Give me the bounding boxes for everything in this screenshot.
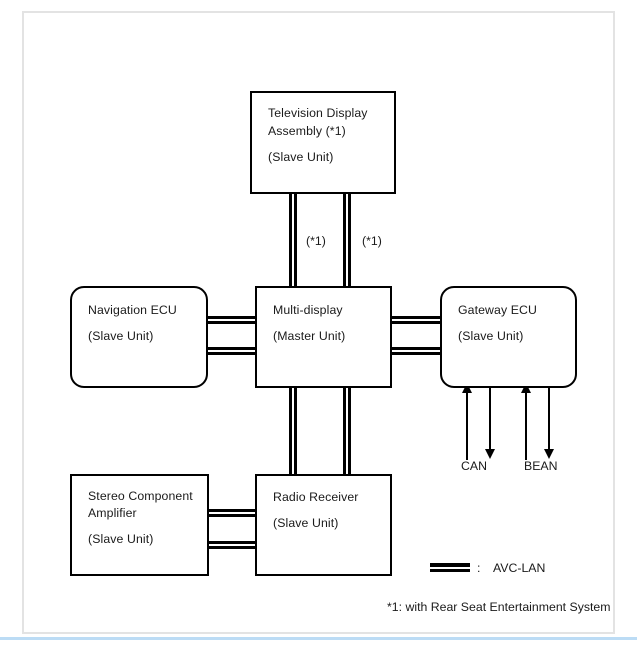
bus-multidisplay-to-gateway-upper <box>387 316 445 324</box>
node-television-display-assembly[interactable]: Television Display Assembly (*1) (Slave … <box>250 91 396 194</box>
bus-tv-to-multidisplay-left <box>289 190 297 292</box>
network-label-bean: BEAN <box>524 459 558 473</box>
node-label-line: Navigation ECU <box>88 303 177 317</box>
node-label-line: Stereo Component <box>88 489 193 503</box>
arrowhead-up-icon <box>462 383 472 393</box>
footnote: *1: with Rear Seat Entertainment System <box>387 600 611 614</box>
node-gateway-ecu[interactable]: Gateway ECU (Slave Unit) <box>440 286 577 388</box>
bus-navigation-to-multidisplay-upper <box>203 316 261 324</box>
arrowhead-down-icon <box>485 449 495 459</box>
node-multi-display[interactable]: Multi-display (Master Unit) <box>255 286 392 388</box>
node-label-line: (Slave Unit) <box>458 329 524 343</box>
bus-amplifier-to-radio-lower <box>205 541 263 549</box>
arrow-can-in <box>462 383 472 460</box>
bus-multidisplay-to-radio-left <box>289 381 297 481</box>
node-label-line: Radio Receiver <box>273 490 359 504</box>
arrow-can-out <box>485 388 495 459</box>
node-label-line: (Slave Unit) <box>88 329 154 343</box>
network-label-can: CAN <box>461 459 487 473</box>
bus-multidisplay-to-gateway-lower <box>387 347 445 355</box>
arrowhead-down-icon <box>544 449 554 459</box>
node-label-line: Assembly (*1) <box>268 124 346 138</box>
node-radio-receiver[interactable]: Radio Receiver (Slave Unit) <box>255 474 392 576</box>
node-label-line: (Master Unit) <box>273 329 346 343</box>
node-label-line: (Slave Unit) <box>268 150 334 164</box>
bus-label-tv-left: (*1) <box>306 234 326 248</box>
arrow-bean-in <box>521 383 531 460</box>
bus-label-tv-right: (*1) <box>362 234 382 248</box>
bus-multidisplay-to-radio-right <box>343 381 351 481</box>
bottom-rule <box>0 637 637 640</box>
bus-amplifier-to-radio-upper <box>205 509 263 517</box>
avc-lan-bus-icon <box>430 563 470 572</box>
arrow-bean-out <box>544 388 554 459</box>
arrowhead-up-icon <box>521 383 531 393</box>
node-label-line: (Slave Unit) <box>273 516 339 530</box>
node-label-line: Multi-display <box>273 303 343 317</box>
bus-tv-to-multidisplay-right <box>343 190 351 292</box>
legend-bus-name: AVC-LAN <box>493 561 546 575</box>
node-navigation-ecu[interactable]: Navigation ECU (Slave Unit) <box>70 286 208 388</box>
node-label-line: Television Display <box>268 106 368 120</box>
legend-separator: : <box>477 561 481 575</box>
node-stereo-component-amplifier[interactable]: Stereo Component Amplifier (Slave Unit) <box>70 474 209 576</box>
node-label-line: Amplifier <box>88 506 137 520</box>
bus-navigation-to-multidisplay-lower <box>203 347 261 355</box>
node-label-line: (Slave Unit) <box>88 532 154 546</box>
node-label-line: Gateway ECU <box>458 303 538 317</box>
